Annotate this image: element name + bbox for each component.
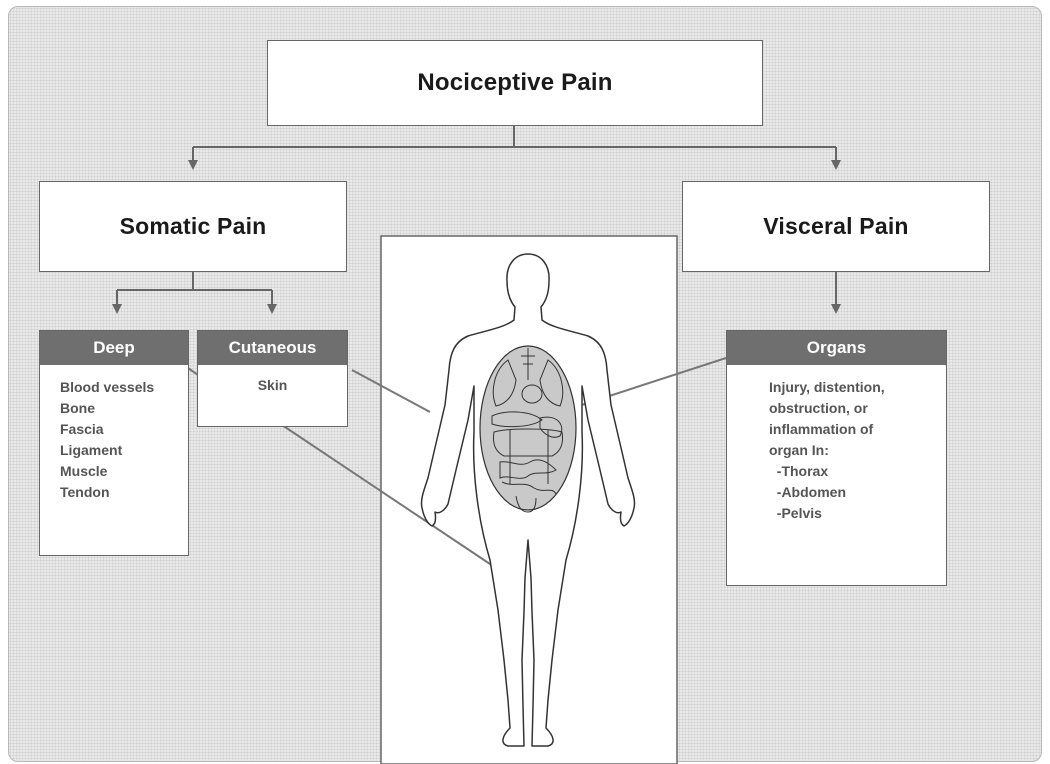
deep-item: Ligament [60,442,123,458]
organs-line: Injury, distention, [769,379,885,395]
deep-item: Bone [60,400,95,416]
organs-line: organ In: [769,442,829,458]
deep-panel: Deep Blood vessels Bone Fascia Ligament … [39,330,189,556]
deep-list: Blood vessels Bone Fascia Ligament Muscl… [40,365,188,503]
internal-organs-icon [479,345,577,513]
deep-item: Tendon [60,484,110,500]
organs-line: inflammation of [769,421,874,437]
cutaneous-header: Cutaneous [198,331,347,365]
organs-header: Organs [727,331,946,365]
cutaneous-item: Skin [257,377,288,393]
deep-header: Deep [40,331,188,365]
somatic-pain-box: Somatic Pain [39,181,347,272]
organs-line: -Pelvis [769,505,822,521]
visceral-pain-title: Visceral Pain [763,213,909,239]
organs-text: Injury, distention, obstruction, or infl… [727,365,946,524]
somatic-connectors [112,272,277,314]
top-connectors [188,125,841,170]
organs-panel: Organs Injury, distention, obstruction, … [726,330,947,586]
organs-line: -Thorax [769,463,829,479]
nociceptive-pain-title: Nociceptive Pain [417,69,613,96]
nociceptive-pain-box: Nociceptive Pain [267,40,763,126]
deep-item: Muscle [60,463,108,479]
organs-line: -Abdomen [769,484,846,500]
visceral-pain-box: Visceral Pain [682,181,990,272]
cutaneous-panel: Cutaneous Skin [197,330,348,427]
deep-item: Blood vessels [60,379,155,395]
organs-line: obstruction, or [769,400,868,416]
somatic-pain-title: Somatic Pain [119,213,267,239]
deep-item: Fascia [60,421,104,437]
